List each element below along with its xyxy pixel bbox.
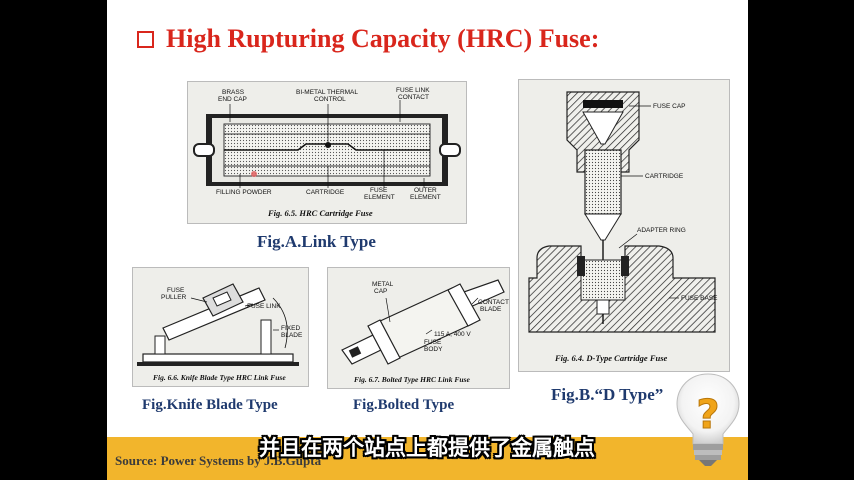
label-adapter-ring: ADAPTER RING [637, 227, 686, 234]
slide-title: High Rupturing Capacity (HRC) Fuse: [137, 24, 599, 54]
label-bimetal: BI-METAL THERMAL [296, 89, 358, 96]
label-bolted-contact: CONTACT [478, 299, 509, 306]
lightbulb-question-icon: ? [676, 373, 740, 466]
label-fixed: FIXED [281, 325, 300, 332]
slide: High Rupturing Capacity (HRC) Fuse: [107, 0, 748, 480]
figure-bolted-inner-caption: Fig. 6.7. Bolted Type HRC Link Fuse [354, 375, 470, 384]
label-outer: OUTER [414, 187, 437, 194]
caption-bolted: Fig.Bolted Type [353, 397, 455, 413]
label-control: CONTROL [314, 96, 346, 103]
footer-bar: Source: Power Systems by J.B.Gupta [107, 437, 748, 480]
label-metal: METAL [372, 281, 394, 288]
label-end-cap: END CAP [218, 96, 247, 103]
svg-text:?: ? [696, 392, 719, 438]
label-fuse-cap: FUSE CAP [653, 103, 686, 110]
label-bolted-fuse: FUSE [424, 339, 442, 346]
label-puller: PULLER [161, 294, 187, 301]
label-d-cartridge: CARTRIDGE [645, 173, 684, 180]
label-filling-powder: FILLING POWDER [216, 189, 272, 196]
label-outer-element: ELEMENT [410, 194, 441, 201]
figure-link-inner-caption: Fig. 6.5. HRC Cartridge Fuse [267, 208, 373, 218]
figure-knife-inner-caption: Fig. 6.6. Knife Blade Type HRC Link Fuse [153, 373, 286, 382]
label-contact: CONTACT [398, 94, 429, 101]
label-fuse-link: FUSE LINK [396, 87, 430, 94]
label-rating: 115 A, 400 V [434, 331, 471, 338]
label-fuse-base: FUSE BASE [681, 295, 718, 302]
label-knife-fuse-link: FUSE LINK [247, 303, 281, 310]
label-fuse: FUSE [370, 187, 388, 194]
figure-link-type: BRASS END CAP BI-METAL THERMAL CONTROL F… [187, 81, 467, 224]
video-subtitle: 并且在两个站点上都提供了金属触点 [259, 436, 595, 460]
checkbox-bullet-icon [137, 31, 154, 48]
label-blade: BLADE [281, 332, 303, 339]
caption-knife-blade: Fig.Knife Blade Type [142, 397, 278, 413]
caption-d-type: Fig.B.“D Type” [551, 385, 664, 404]
label-cap: CAP [374, 288, 387, 295]
label-fuse: FUSE [167, 287, 185, 294]
figure-d-type-inner-caption: Fig. 6.4. D-Type Cartridge Fuse [554, 353, 668, 363]
figure-d-type: FUSE CAP CARTRIDGE ADAPTER RING FUSE BAS… [518, 79, 730, 372]
slide-title-text: High Rupturing Capacity (HRC) Fuse: [166, 24, 600, 53]
caption-link-type: Fig.A.Link Type [257, 232, 376, 251]
figure-bolted: METAL CAP CONTACT BLADE 115 A, 400 V FUS… [327, 267, 510, 389]
label-bolted-blade: BLADE [480, 306, 502, 313]
label-body: BODY [424, 346, 443, 353]
figure-knife-blade: FUSE PULLER FUSE LINK FIXED BLADE Fig. 6… [132, 267, 309, 387]
source-credit: Source: Power Systems by J.B.Gupta [115, 453, 322, 468]
label-cartridge: CARTRIDGE [306, 189, 345, 196]
label-brass: BRASS [222, 89, 245, 96]
label-element: ELEMENT [364, 194, 395, 201]
